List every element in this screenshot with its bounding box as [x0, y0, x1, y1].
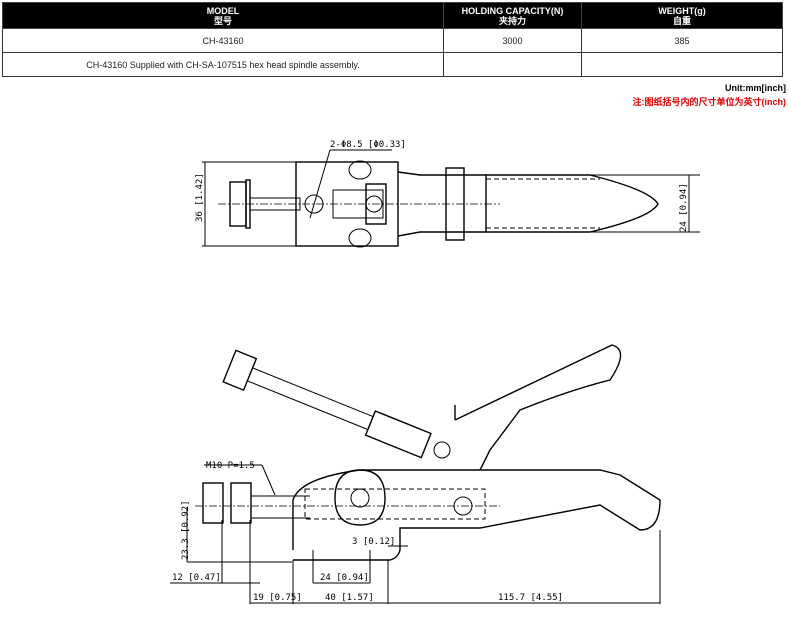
dim-40: 40 [1.57] — [325, 593, 374, 603]
hole-dimension: 2-Φ8.5 [Φ0.33] — [330, 140, 406, 150]
dim-19: 19 [0.75] — [253, 593, 302, 603]
table-row: CH-43160 3000 385 — [2, 28, 783, 53]
unit-label: Unit:mm[inch] — [725, 83, 786, 93]
height-dim: 23.3 [0.92] — [181, 500, 191, 560]
table-row: CH-43160 Supplied with CH-SA-107515 hex … — [2, 52, 783, 77]
cell-empty — [443, 52, 582, 77]
inch-note: 注:图纸括号内的尺寸单位为英寸(inch) — [632, 97, 787, 107]
side-view: M10 P=1.5 23.3 [0.92] 12 [0.47] 19 [0.75… — [170, 344, 661, 604]
handle-width-dimension: 24 [0.94] — [679, 183, 689, 232]
header-capacity: HOLDING CAPACITY(N)夹持力 — [443, 2, 582, 29]
cell-empty — [581, 52, 783, 77]
thread-label: M10 P=1.5 — [206, 461, 255, 471]
cell-note: CH-43160 Supplied with CH-SA-107515 hex … — [2, 52, 444, 77]
header-weight: WEIGHT(g)自重 — [581, 2, 783, 29]
cell-weight: 385 — [581, 28, 783, 53]
dim-24: 24 [0.94] — [320, 573, 369, 583]
dim-3: 3 [0.12] — [352, 537, 395, 547]
top-view: 2-Φ8.5 [Φ0.33] 36 [1.42] 24 [0.94] — [195, 140, 700, 248]
dim-12: 12 [0.47] — [172, 573, 221, 583]
dim-115: 115.7 [4.55] — [498, 593, 563, 603]
height-dimension: 36 [1.42] — [195, 173, 205, 222]
